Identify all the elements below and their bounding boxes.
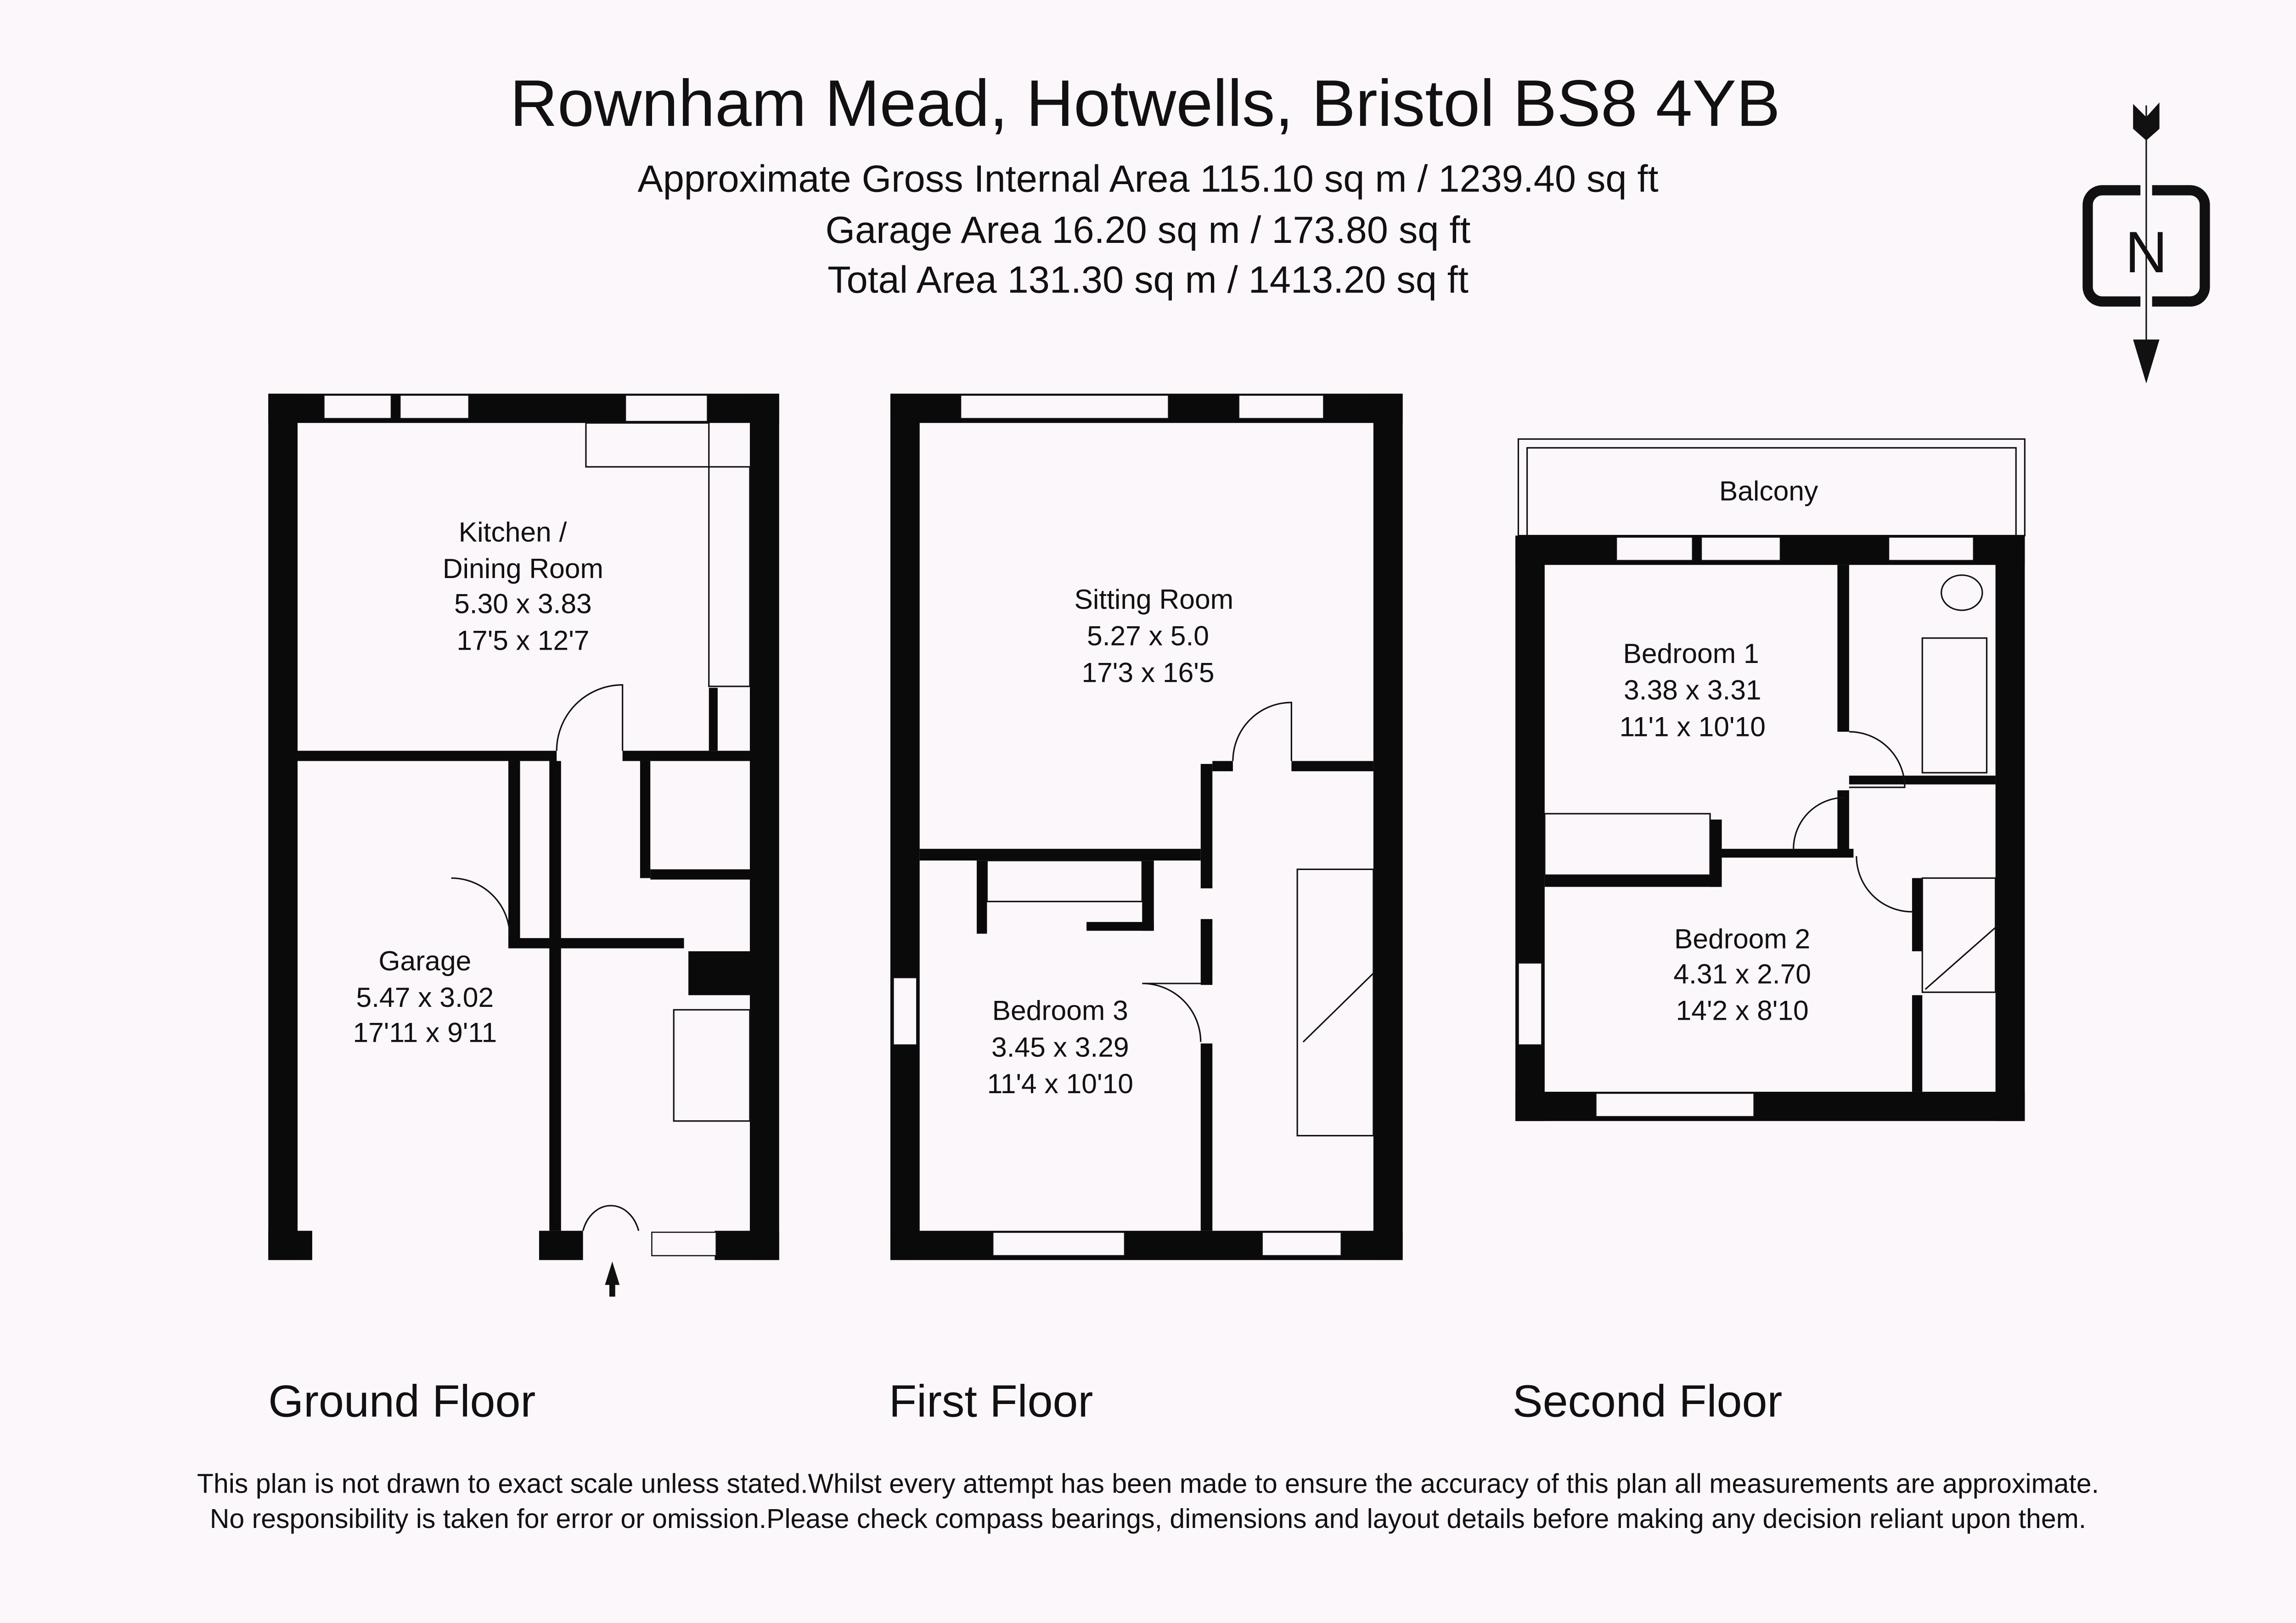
- room-imperial: 17'11 x 9'11: [353, 1017, 497, 1048]
- room-imperial: 11'4 x 10'10: [987, 1068, 1133, 1099]
- room-name: Bedroom 2: [1674, 923, 1810, 955]
- compass-letter: N: [2125, 220, 2167, 285]
- room-imperial: 11'1 x 10'10: [1620, 711, 1766, 742]
- room-metric: 4.31 x 2.70: [1673, 958, 1811, 989]
- total-area: Total Area 131.30 sq m / 1413.20 sq ft: [827, 258, 1469, 301]
- second-floor-plan: Balcony Bedroom 1 3.38 x 3.31 11'1 x 10'…: [1515, 438, 2026, 1121]
- first-floor-label: First Floor: [889, 1376, 1093, 1426]
- room-metric: 5.47 x 3.02: [356, 982, 494, 1013]
- room-imperial: 17'5 x 12'7: [456, 624, 589, 656]
- disclaimer-line-1: This plan is not drawn to exact scale un…: [197, 1469, 2099, 1499]
- room-imperial: 14'2 x 8'10: [1676, 995, 1809, 1026]
- room-metric: 3.45 x 3.29: [991, 1031, 1129, 1062]
- ground-floor-plan: Kitchen / Dining Room 5.30 x 3.83 17'5 x…: [268, 393, 779, 1297]
- room-name: Kitchen /: [459, 516, 567, 547]
- room-name: Bedroom 1: [1623, 638, 1759, 669]
- ground-floor-label: Ground Floor: [268, 1376, 535, 1426]
- first-floor-plan: Sitting Room 5.27 x 5.0 17'3 x 16'5 Bedr…: [890, 393, 1403, 1260]
- room-name: Sitting Room: [1074, 584, 1233, 615]
- balcony-label: Balcony: [1719, 475, 1818, 506]
- room-metric: 5.30 x 3.83: [454, 588, 592, 619]
- room-metric: 5.27 x 5.0: [1087, 620, 1209, 651]
- plan-title: Rownham Mead, Hotwells, Bristol BS8 4YB: [510, 67, 1780, 140]
- room-name: Garage: [378, 945, 471, 976]
- second-floor-label: Second Floor: [1513, 1376, 1783, 1426]
- gross-area: Approximate Gross Internal Area 115.10 s…: [637, 157, 1658, 200]
- garage-area: Garage Area 16.20 sq m / 173.80 sq ft: [826, 208, 1471, 251]
- room-name: Dining Room: [443, 553, 603, 584]
- north-arrow-icon: N: [2082, 102, 2210, 384]
- room-metric: 3.38 x 3.31: [1624, 674, 1761, 706]
- disclaimer-line-2: No responsibility is taken for error or …: [210, 1504, 2086, 1534]
- room-name: Bedroom 3: [992, 995, 1128, 1026]
- room-imperial: 17'3 x 16'5: [1081, 657, 1214, 688]
